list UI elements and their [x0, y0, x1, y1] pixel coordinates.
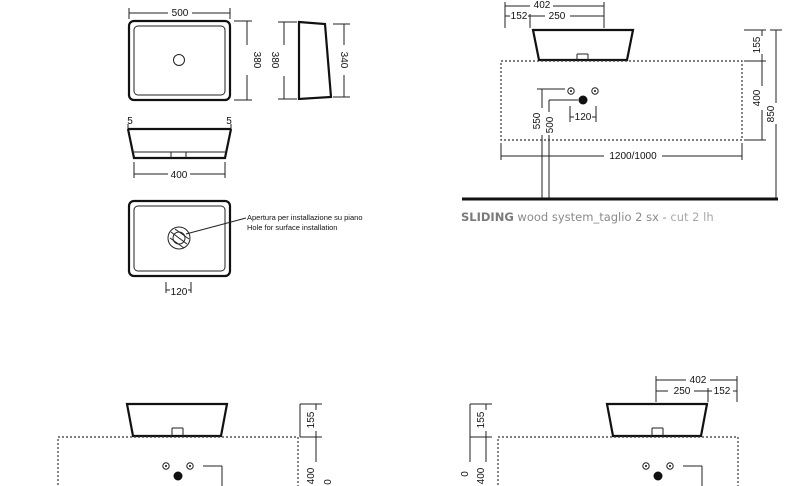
dim-top-depth: 380 — [251, 52, 262, 69]
surface-hole-icon — [167, 226, 191, 250]
dim-e1-500: 500 — [545, 116, 556, 133]
dim-e1-total-height: 850 — [766, 105, 777, 122]
dim-e1-cabinet-width: 1200/1000 — [609, 151, 657, 162]
valve-icon — [591, 87, 599, 95]
drain-icon — [653, 471, 663, 481]
dim-e3-basin-height: 155 — [476, 411, 487, 428]
caption-prefix: SLIDING — [461, 210, 514, 224]
dim-bottom-hole: 120 — [171, 287, 188, 298]
note-italian: Apertura per installazione su piano — [247, 213, 363, 222]
elevation-2: 155 400 0 — [57, 402, 334, 486]
dim-e1-550: 550 — [532, 112, 543, 129]
drain-icon — [578, 95, 588, 105]
dim-e3-cabinet-height: 400 — [476, 467, 487, 484]
caption-suffix: cut 2 lh — [670, 210, 713, 224]
basin-shape — [531, 28, 635, 62]
drain-hole-icon — [173, 54, 185, 66]
dim-e1-cabinet-height: 400 — [752, 89, 763, 106]
dim-e2-cabinet-height: 400 — [306, 467, 317, 484]
front-view: 5 5 400 — [126, 116, 232, 181]
valve-icon — [162, 462, 170, 470]
dim-e1-basin-height: 155 — [752, 36, 763, 53]
dim-e3-total-height: 0 — [460, 471, 471, 477]
valve-icon — [666, 462, 674, 470]
dim-e3-overall: 402 — [690, 375, 707, 386]
note-english: Hole for surface installation — [247, 223, 337, 232]
dim-e3-offset-a: 250 — [674, 386, 691, 397]
dim-e1-overall: 402 — [534, 0, 551, 11]
dim-top-width: 500 — [172, 8, 189, 19]
elevation-1: 402 152 250 550 500 120 — [462, 0, 782, 201]
dim-front-right: 5 — [226, 116, 232, 127]
dim-e1-offset-left: 152 — [511, 11, 528, 22]
dim-e1-120: 120 — [575, 112, 592, 123]
side-view: 380 340 — [269, 20, 350, 101]
dim-e2-basin-height: 155 — [306, 411, 317, 428]
cabinet-outline — [500, 60, 743, 141]
valve-icon — [642, 462, 650, 470]
valve-icon — [567, 87, 575, 95]
dim-e1-offset-right: 250 — [549, 11, 566, 22]
dim-side-height: 380 — [269, 52, 280, 69]
dim-side-inner: 340 — [338, 52, 349, 69]
drain-icon — [173, 471, 183, 481]
caption: SLIDING wood system_taglio 2 sx - cut 2 … — [461, 210, 714, 224]
dim-front-bottom: 400 — [171, 170, 188, 181]
caption-main: wood system_taglio 2 sx - — [514, 210, 671, 224]
dim-front-left: 5 — [127, 116, 133, 127]
elevation-3: 402 250 152 155 400 0 — [460, 375, 739, 486]
bottom-view: Apertura per installazione su piano Hole… — [127, 199, 363, 298]
dim-e3-offset-b: 152 — [714, 386, 731, 397]
top-view: 500 380 — [127, 8, 262, 102]
dim-e2-total-height: 0 — [323, 479, 334, 485]
valve-icon — [186, 462, 194, 470]
